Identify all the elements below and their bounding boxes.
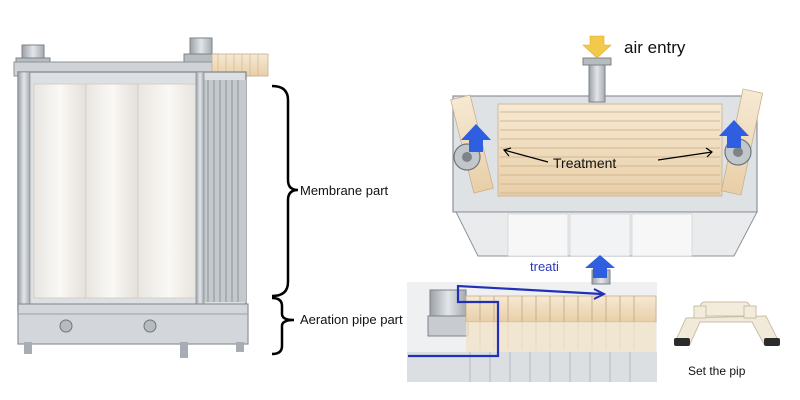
aeration-detail — [407, 255, 657, 382]
side-plates — [202, 80, 246, 302]
aeration-box — [17, 303, 249, 345]
arrow-up-icon — [719, 120, 749, 148]
treatment-pointers — [502, 147, 713, 163]
u-pipe-fitting — [674, 301, 780, 346]
treatment-short-label: treati — [530, 259, 559, 274]
membrane-module — [13, 37, 269, 358]
arrow-up-icon — [585, 255, 615, 278]
membrane-brace — [271, 84, 299, 298]
membrane-sheet — [85, 83, 139, 299]
membrane-part-label: Membrane part — [300, 183, 389, 198]
membrane-sheet — [137, 83, 201, 299]
flow-path-line — [408, 284, 603, 358]
membrane-tubes — [500, 111, 720, 194]
air-entry-label: air entry — [624, 38, 686, 57]
set-the-pipe-label: Set the pip — [688, 364, 746, 378]
aeration-brace — [271, 296, 295, 356]
membrane-sheet — [33, 83, 87, 299]
air-inlet-pipe — [588, 61, 606, 103]
aeration-pipe-part-label: Aeration pipe part — [300, 312, 403, 327]
arrow-down-icon — [582, 35, 612, 59]
arrow-up-icon — [461, 124, 491, 152]
top-view-module — [450, 57, 764, 257]
treatment-label: Treatment — [553, 155, 617, 171]
